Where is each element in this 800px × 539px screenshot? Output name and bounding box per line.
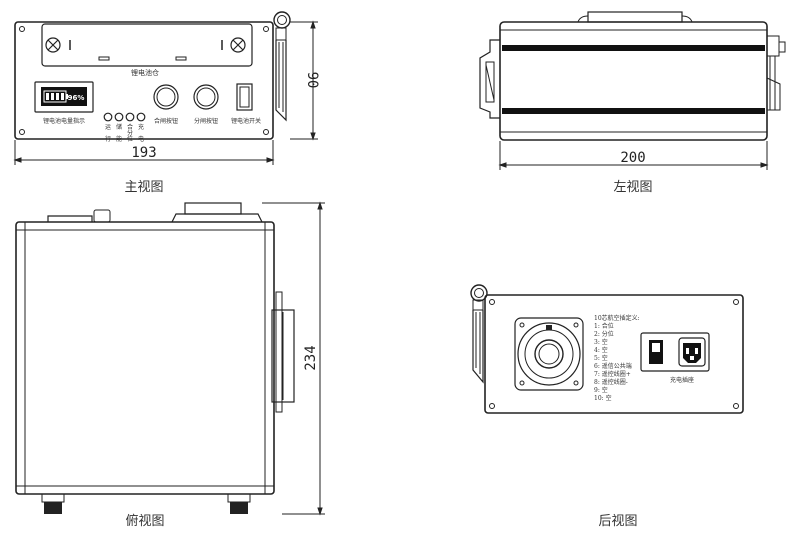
front-dim-height-label: 90 bbox=[304, 72, 320, 89]
front-dim-height bbox=[290, 20, 318, 141]
battery-indicator-frame bbox=[34, 81, 94, 113]
top-view: 234 俯视图 bbox=[15, 201, 325, 529]
top-view-caption: 俯视图 bbox=[125, 513, 164, 529]
lamp-label-charge-bottom: 电 bbox=[138, 135, 144, 143]
front-body bbox=[14, 21, 274, 140]
pin-7: 7: 遥控线圈+ bbox=[594, 370, 631, 378]
iec-inlet-icon bbox=[678, 337, 706, 367]
open-button-outer bbox=[193, 84, 219, 110]
indicator-lamps bbox=[103, 112, 146, 122]
pin-10: 10: 空 bbox=[594, 394, 612, 402]
front-dim-width bbox=[13, 140, 275, 165]
front-view-caption: 主视图 bbox=[124, 180, 163, 195]
stripe-bottom bbox=[502, 108, 765, 114]
lamp-label-close-bottom: 位 bbox=[127, 135, 133, 143]
left-dim-width-label: 200 bbox=[620, 150, 645, 166]
left-view: 200 左视图 bbox=[479, 11, 786, 195]
top-dim-height-label: 234 bbox=[303, 345, 319, 370]
front-handle bbox=[273, 11, 291, 122]
rear-view-caption: 后视图 bbox=[598, 514, 637, 529]
pin-8: 8: 遥控线圈- bbox=[594, 378, 628, 386]
rear-view: 10芯航空插定义: 1: 合位 2: 分位 3: 空 4: 空 5: 空 6: … bbox=[470, 284, 744, 529]
top-feet bbox=[41, 493, 251, 514]
lamp-label-run-bottom: 行 bbox=[105, 135, 111, 143]
close-button-outer bbox=[153, 84, 179, 110]
pin-2: 2: 分位 bbox=[594, 330, 614, 338]
battery-switch-label: 锂电池开关 bbox=[231, 117, 261, 125]
battery-switch bbox=[236, 83, 253, 111]
lamp-label-run-top: 运 bbox=[105, 123, 111, 131]
left-body bbox=[499, 21, 768, 141]
left-view-caption: 左视图 bbox=[613, 180, 652, 195]
rear-handle bbox=[470, 284, 488, 384]
lamp-label-store-bottom: 能 bbox=[116, 135, 122, 143]
battery-bay-label: 锂电池仓 bbox=[131, 68, 159, 77]
rear-corner-screws bbox=[489, 299, 739, 409]
pin-title: 10芯航空插定义: bbox=[594, 314, 640, 322]
lamp-label-store-top: 储 bbox=[116, 123, 122, 131]
bay-screw-left-icon bbox=[45, 37, 61, 53]
front-dim-width-label: 193 bbox=[131, 145, 156, 161]
battery-icon bbox=[43, 90, 68, 103]
battery-indicator-label: 锂电池电量指示 bbox=[43, 117, 85, 125]
lamp-label-open-extra: 分 bbox=[127, 129, 133, 137]
pin-3: 3: 空 bbox=[594, 338, 608, 346]
close-button-label: 合闸按钮 bbox=[154, 117, 178, 125]
open-button-label: 分闸按钮 bbox=[194, 117, 218, 125]
pin-6: 6: 遥信公共端 bbox=[594, 362, 632, 370]
top-body bbox=[15, 221, 275, 495]
lamp-label-charge-top: 充 bbox=[138, 123, 144, 131]
front-view: 锂电池仓 96% 锂电池电量指示 运 储 合 充 分 行 能 位 电 bbox=[13, 11, 320, 195]
battery-percent: 96% bbox=[68, 94, 85, 102]
pin-9: 9: 空 bbox=[594, 386, 608, 394]
battery-bay-plate bbox=[41, 23, 253, 67]
aviation-connector-icon bbox=[514, 317, 584, 391]
pin-5: 5: 空 bbox=[594, 354, 608, 362]
charge-socket bbox=[640, 332, 710, 372]
left-dim-width bbox=[498, 141, 769, 170]
front-corner-screws bbox=[19, 26, 269, 135]
lamp-label-close-top: 合 bbox=[127, 123, 133, 131]
charge-port-label: 充电插座 bbox=[670, 376, 694, 384]
pin-1: 1: 合位 bbox=[594, 322, 614, 330]
pin-4: 4: 空 bbox=[594, 346, 608, 354]
bay-screw-right-icon bbox=[230, 37, 246, 53]
top-dim-height bbox=[262, 201, 325, 516]
stripe-top bbox=[502, 45, 765, 51]
rear-body bbox=[484, 294, 744, 414]
